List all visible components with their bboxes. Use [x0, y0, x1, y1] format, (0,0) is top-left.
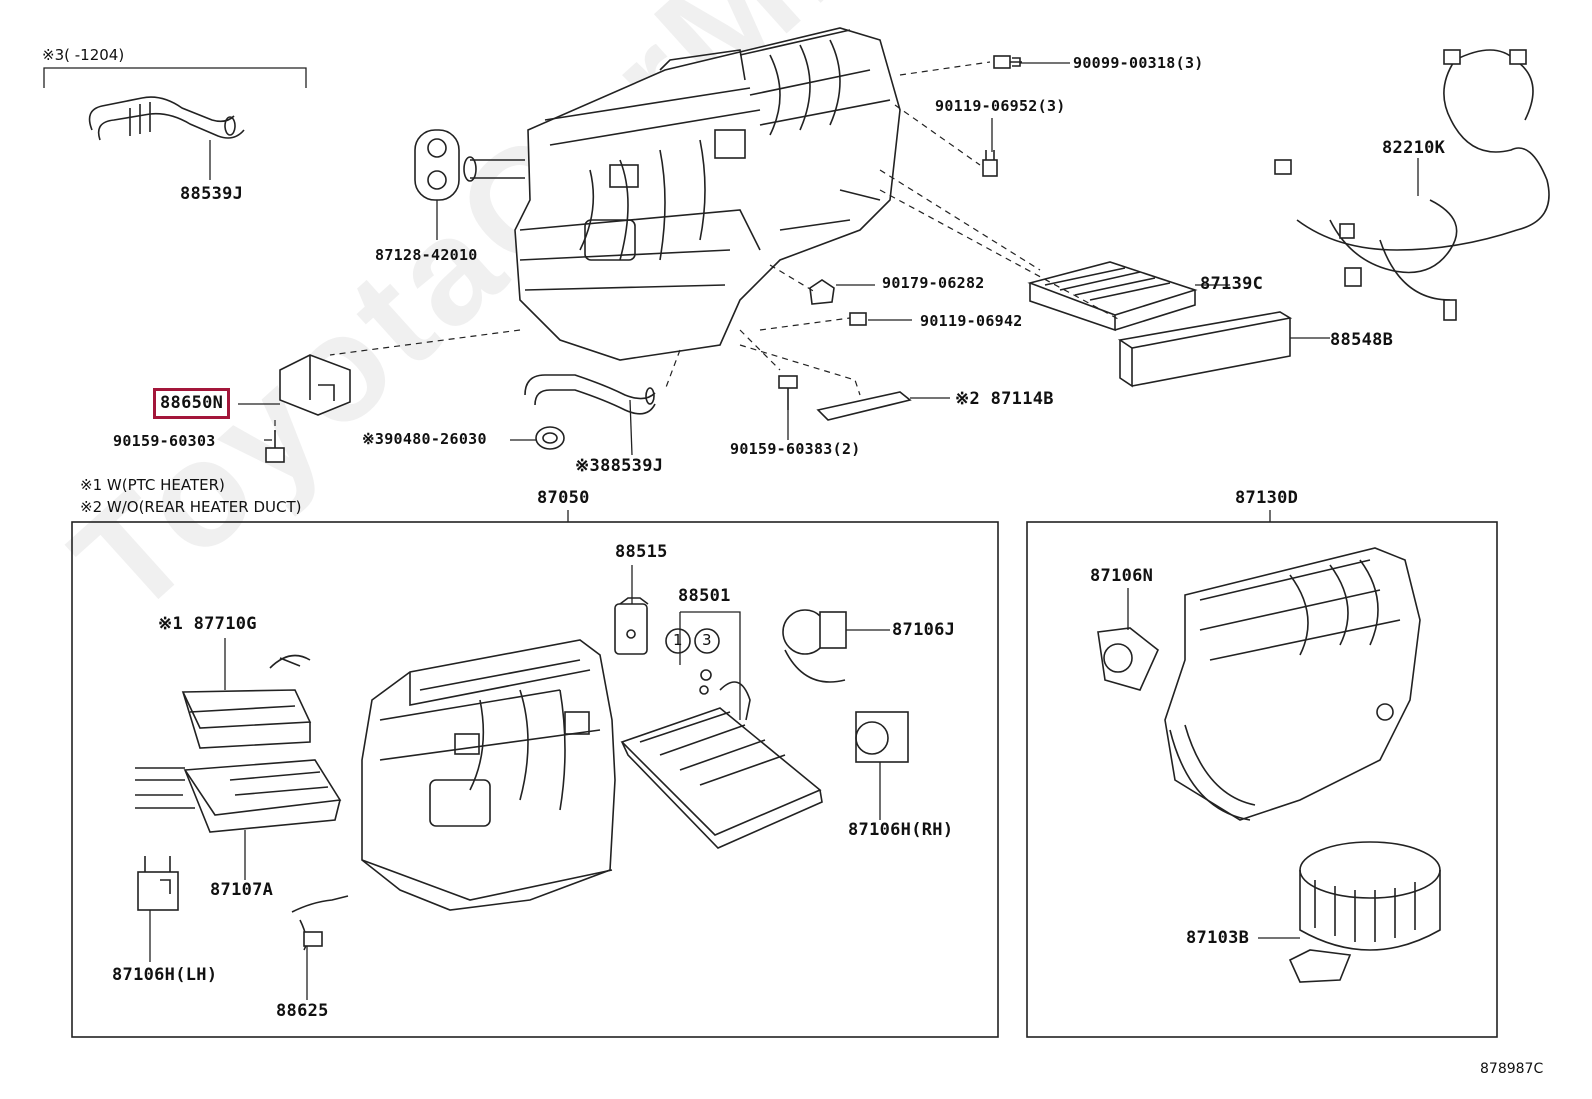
clip-90179 — [809, 279, 835, 305]
hose-88539J-top — [88, 96, 245, 141]
label-87114B: ※2 87114B — [955, 389, 1054, 409]
label-87050: 87050 — [537, 488, 590, 508]
blower-case-87130D — [1164, 547, 1421, 821]
servo-88650N — [279, 354, 351, 416]
note-2: ※2 W/O(REAR HEATER DUCT) — [80, 498, 302, 516]
label-87103B: 87103B — [1186, 928, 1250, 948]
blower-motor-87103B — [1258, 841, 1441, 983]
hose-88539J-bottom — [524, 374, 656, 415]
bracket-note-3 — [43, 67, 307, 88]
label-90099-00318: 90099-00318(3) — [1073, 54, 1204, 72]
ptc-heater-87710G — [181, 654, 312, 749]
label-87107A: 87107A — [210, 880, 274, 900]
label-87106H-RH: 87106H(RH) — [848, 820, 954, 840]
servo-87106H-LH — [137, 856, 179, 911]
dashed-leaders-top — [274, 61, 1121, 432]
bolt-90099 — [993, 55, 1022, 69]
circled-number-3: 3 — [702, 631, 712, 649]
frame-87130D — [1026, 510, 1498, 1038]
bolt-90159-60303 — [265, 430, 285, 463]
bolt-90119-06942 — [849, 312, 867, 326]
label-90119-06952: 90119-06952(3) — [935, 97, 1066, 115]
label-87128-42010: 87128-42010 — [375, 246, 478, 264]
servo-87106H-RH — [855, 711, 909, 763]
label-87130D: 87130D — [1235, 488, 1299, 508]
evaporator — [620, 681, 823, 849]
duct-87114B — [816, 391, 912, 421]
label-88625: 88625 — [276, 1001, 329, 1021]
heater-unit-assembly-top — [463, 27, 901, 361]
screw-90159-60383 — [778, 375, 798, 410]
label-87106H-LH: 87106H(LH) — [112, 965, 218, 985]
filter-87139C — [1027, 261, 1198, 332]
heater-case-87050 — [361, 639, 616, 911]
label-82210K: 82210K — [1382, 138, 1446, 158]
filter-case-88548B — [1117, 311, 1293, 388]
figure-code: 878987C — [1480, 1061, 1544, 1077]
grommet-87128 — [414, 129, 460, 201]
note-1: ※1 W(PTC HEATER) — [80, 476, 225, 494]
leader-lines-top — [209, 62, 1419, 456]
label-88650N[interactable]: 88650N — [152, 388, 231, 419]
o-rings-88501 — [665, 611, 741, 720]
label-88539J-top: 88539J — [180, 184, 244, 204]
label-90480-26030: ※390480-26030 — [362, 430, 487, 448]
circled-number-1: 1 — [673, 631, 683, 649]
note-3-range: ※3( -1204) — [42, 48, 124, 63]
label-88515: 88515 — [615, 542, 668, 562]
servo-87106J — [782, 609, 847, 683]
bolt-90119-06952 — [982, 150, 998, 177]
sensor-88625 — [291, 895, 349, 951]
label-90159-60303: 90159-60303 — [113, 432, 216, 450]
label-88539J-bottom: ※388539J — [575, 456, 664, 476]
note-3-range-text: ( -1204) — [64, 46, 125, 64]
heater-core-87107A — [135, 759, 342, 833]
label-87139C: 87139C — [1200, 274, 1264, 294]
leader-lines-87050 — [149, 565, 890, 1000]
note-3-mark: ※3 — [42, 46, 65, 64]
label-88501: 88501 — [678, 586, 731, 606]
wire-harness-82210K — [1274, 49, 1550, 321]
servo-87106N — [1097, 588, 1159, 691]
label-87106J: 87106J — [892, 620, 956, 640]
frame-87050 — [71, 510, 999, 1038]
label-90159-60383: 90159-60383(2) — [730, 440, 861, 458]
label-88548B: 88548B — [1330, 330, 1394, 350]
label-87710G: ※1 87710G — [158, 614, 257, 634]
label-90119-06942: 90119-06942 — [920, 312, 1023, 330]
grommet-90480 — [535, 426, 565, 450]
expansion-valve-88515 — [614, 597, 649, 655]
label-87106N: 87106N — [1090, 566, 1154, 586]
label-90179-06282: 90179-06282 — [882, 274, 985, 292]
